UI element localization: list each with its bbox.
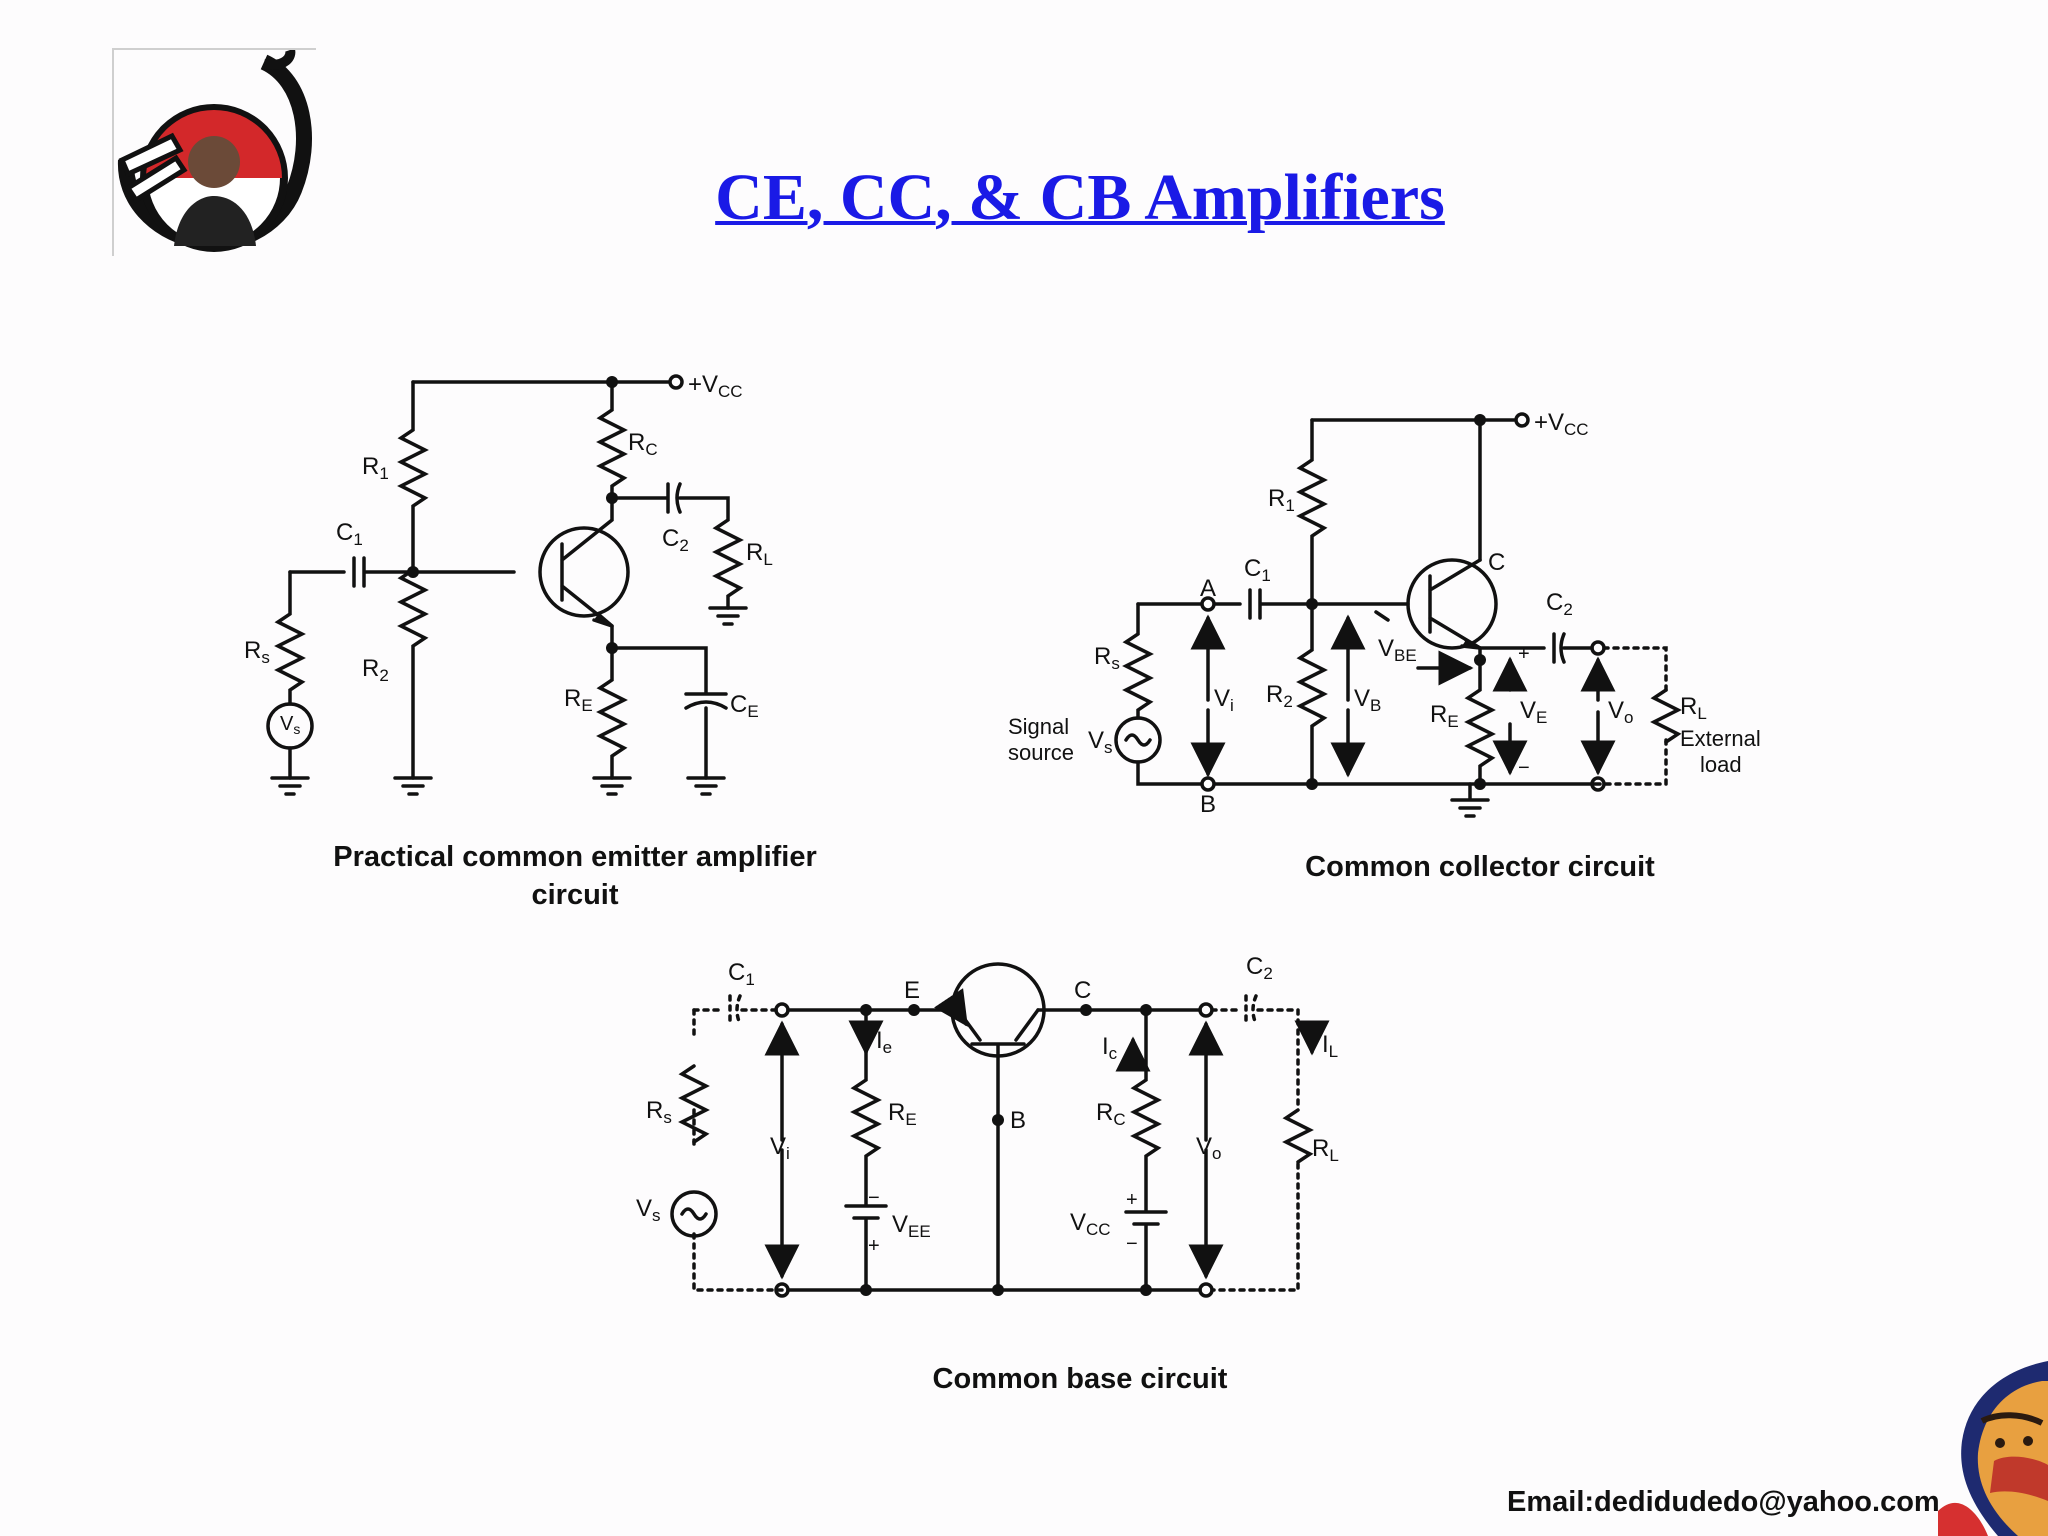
cc-vcc-label: +VCC	[1534, 409, 1589, 439]
cb-vcc-label: VCC	[1070, 1209, 1111, 1239]
cc-voltage-arrows	[1190, 610, 1616, 778]
cb-circuit	[670, 962, 1330, 1298]
cb-vs-label: Vs	[636, 1195, 661, 1225]
ce-rl-label: RL	[746, 539, 773, 569]
cc-rl	[1650, 688, 1682, 744]
cb-b-label: B	[1010, 1107, 1026, 1134]
cb-vo-label: Vo	[1196, 1133, 1221, 1163]
ce-caption: Practical common emitter amplifier circu…	[270, 838, 880, 914]
ce-bias-divider	[397, 380, 429, 780]
cc-r2-label: R2	[1266, 681, 1293, 711]
cb-caption: Common base circuit	[932, 1363, 1228, 1395]
ce-ce-label: CE	[730, 691, 759, 721]
cb-vee-label: VEE	[892, 1211, 931, 1241]
cb-rl	[1282, 1108, 1314, 1164]
ce-circuit	[266, 374, 748, 796]
cb-rc-label: RC	[1096, 1099, 1126, 1129]
cb-arrows	[764, 1020, 1330, 1280]
ce-rs	[274, 570, 306, 706]
cc-vbe-label: VBE	[1378, 635, 1417, 665]
cb-il-label: IL	[1322, 1031, 1338, 1061]
cb-e-label: E	[904, 977, 920, 1004]
ce-input-line	[288, 556, 516, 588]
cc-circuit	[1114, 412, 1682, 818]
cb-ie-label: Ie	[876, 1027, 892, 1057]
ce-rc	[596, 380, 628, 500]
cc-transistor	[1406, 558, 1498, 650]
portrait-corner-graphic	[1938, 1361, 2048, 1536]
cb-ic-label: Ic	[1102, 1033, 1118, 1063]
ce-output-coupling	[610, 482, 744, 610]
slide-title: CE, CC, & CB Amplifiers	[715, 161, 1445, 234]
cb-vee-plus: +	[868, 1235, 880, 1257]
cb-rs	[678, 1064, 710, 1144]
cc-external-label-1: External	[1680, 726, 1761, 751]
cb-c-label: C	[1074, 977, 1091, 1004]
ce-r1-label: R1	[362, 453, 389, 483]
cb-c1-label: C1	[728, 959, 755, 989]
cb-vcc-plus: +	[1126, 1189, 1138, 1211]
ce-vcc-label: +VCC	[688, 371, 743, 401]
cb-c2-label: C2	[1246, 953, 1273, 983]
ce-transistor	[538, 526, 630, 618]
portrait-logo	[112, 48, 316, 256]
cb-rl-label: RL	[1312, 1135, 1339, 1165]
cc-rs-label: Rs	[1094, 643, 1120, 673]
portrait-logo-graphic	[117, 48, 312, 252]
cc-c1-label: C1	[1244, 555, 1271, 585]
cc-node-c-label: C	[1488, 549, 1505, 576]
cc-c2-label: C2	[1546, 589, 1573, 619]
cb-vee-minus: −	[868, 1187, 880, 1209]
ce-vcc-terminal	[668, 374, 684, 390]
cc-re-label: RE	[1430, 701, 1459, 731]
ce-caption-line1: Practical common emitter amplifier	[333, 841, 817, 873]
cc-r1-label: R1	[1268, 485, 1295, 515]
cb-c1	[692, 994, 778, 1026]
cc-signal-label-1: Signal	[1008, 714, 1069, 739]
cb-re-label: RE	[888, 1099, 917, 1129]
ce-rs-label: Rs	[244, 637, 270, 667]
cc-vcc-rail	[1310, 418, 1482, 562]
cc-output-coupling	[1478, 632, 1594, 664]
cb-source-loop	[692, 1008, 784, 1292]
portrait-corner-logo	[1938, 1361, 2048, 1536]
cc-vcc-terminal	[1514, 412, 1530, 428]
ce-c1-label: C1	[336, 519, 363, 549]
ce-c2-label: C2	[662, 525, 689, 555]
ce-caption-line2: circuit	[531, 879, 619, 911]
ce-re-label: RE	[564, 685, 593, 715]
cb-vi-label: Vi	[770, 1133, 790, 1163]
cc-vb-label: VB	[1354, 685, 1381, 715]
cb-load-loop	[1210, 994, 1300, 1292]
cc-minus-sign: −	[1518, 757, 1530, 779]
footer-email: Email:dedidudedo@yahoo.com	[1507, 1486, 1940, 1518]
cc-vs-label: Vs	[1088, 727, 1113, 757]
ce-bypass-capacitor	[610, 646, 728, 780]
cb-re-vee	[844, 1008, 888, 1292]
ce-rc-label: RC	[628, 429, 658, 459]
cc-signal-label-2: source	[1008, 740, 1074, 765]
cc-ground	[1450, 782, 1490, 818]
cb-vcc-minus: −	[1126, 1233, 1138, 1255]
cb-rs-label: Rs	[646, 1097, 672, 1127]
cc-rl-label: RL	[1680, 693, 1707, 723]
cc-rs	[1122, 602, 1154, 720]
cc-ve-label: VE	[1520, 697, 1547, 727]
ce-re	[596, 624, 628, 780]
cc-node-b-label: B	[1200, 791, 1216, 818]
cc-vo-label: Vo	[1608, 697, 1633, 727]
ce-grounds	[270, 606, 748, 796]
cb-vs-source	[670, 1190, 718, 1238]
cc-vi-label: Vi	[1214, 685, 1234, 715]
cb-transistor	[950, 962, 1046, 1058]
cb-rc-vcc	[1124, 1008, 1168, 1292]
cc-plus-sign: +	[1518, 643, 1530, 665]
ce-r2-label: R2	[362, 655, 389, 685]
ce-vs-label: Vs	[280, 713, 300, 737]
cc-caption: Common collector circuit	[1305, 851, 1655, 883]
cc-input-line	[1136, 588, 1410, 620]
cc-external-label-2: load	[1700, 752, 1742, 777]
cc-node-a-label: A	[1200, 575, 1216, 602]
